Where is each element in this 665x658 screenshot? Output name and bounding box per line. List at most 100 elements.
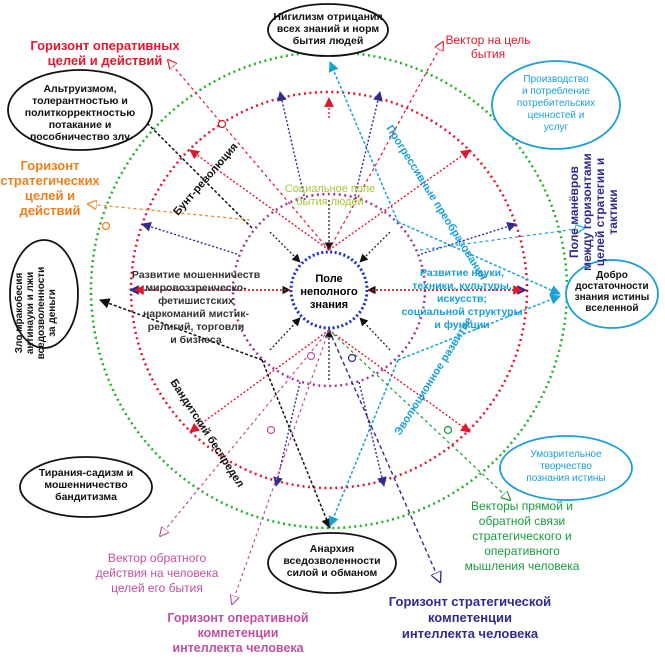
science-development-label-line: и функции [434,319,489,331]
strategic-competence-label: Горизонт стратегическойкомпетенцииинтелл… [389,594,551,641]
nihilism-node-line: всех знаний и норм [277,23,379,35]
ring-marker [347,353,357,363]
center-label-line: неполного [300,286,358,298]
operative-competence-label: Горизонт оперативнойкомпетенцииинтеллект… [167,611,308,655]
good-node-ellipse [565,259,659,329]
inward-arrow [359,317,391,351]
operative-competence-label-line: компетенции [198,626,279,640]
operative-horizon-label-line: целей и действий [48,53,163,68]
science-development-label: Развитие науки,техники, культуры,искусст… [401,267,522,331]
nihilism-node-ellipse [267,3,389,57]
tyranny-node-line: Тирания-садизм и [39,467,133,479]
reverse-vector-label-line: Вектор обратного [108,551,207,565]
goal-vector-label-line: Вектор на цель [445,33,530,47]
creativity-node-line: Умозрительное [530,449,602,460]
fraud-development-label: Развитие мошенничествмировоззренческо-фе… [132,269,261,346]
anarchy-node-ellipse [267,532,397,594]
evolution-right-vector [397,294,561,361]
operative-horizon-label-line: Горизонт оперативных [30,38,180,53]
strategic-competence-label-line: интеллекта человека [402,626,539,641]
reverse-vector [160,329,330,536]
tyranny-node-line: бандитизма [55,491,117,503]
progressive-label: Прогрессивные преобразования [383,123,489,282]
bandit-label: Бандитский беспредел [167,377,246,489]
social-field-label-line: бытия людей [296,196,364,208]
feedback-vectors-label-line: мышления человека [465,559,580,573]
production-node-ellipse [491,60,621,150]
feedback-vectors-label-line: стратегического и [472,529,572,543]
tyranny-node-line: мошенничество [44,479,127,491]
ring-marker [101,221,111,231]
radial-arrow [273,381,301,487]
maneuver-field-label-line: Поле манёвров [567,166,581,258]
social-field-label-line: Социальное поле [285,183,376,195]
evil-node-line: вседозволенности [36,267,47,360]
inward-arrow [359,231,391,263]
anarchy-node-line: Анархия [310,543,354,555]
science-development-label-line: Развитие науки, [420,267,504,279]
goal-vectors [88,42,584,604]
evil-node-line: за деньги [47,289,58,337]
ring-marker [266,425,276,435]
altruism-node-line: политкорректностью [25,107,135,119]
riot-vector [107,83,253,229]
good-node-line: Добро [596,269,628,281]
operative-competence-vector [232,329,330,604]
nihilism-node-line: бытия людей [293,35,364,47]
strategic-competence-label-line: Горизонт стратегической [389,594,551,609]
altruism-node-line: потакание и [49,119,112,131]
nihilism-node-line: Нигилизм отрицания [273,11,382,23]
tyranny-node-ellipse [19,456,153,518]
production-node-line: Производство [523,74,589,85]
altruism-node-line: Альтруизмом, [43,83,116,95]
reverse-vector-label-line: целей его бытия [111,581,203,595]
fraud-development-label-line: фетишистских [158,295,234,307]
maneuver-field-label-line: целей стратегии и [593,158,607,266]
operative-competence-label-line: Горизонт оперативной [167,611,308,625]
fraud-development-label-line: религий, торговли [148,321,244,333]
radial-arrow [353,91,383,201]
red-vector [328,149,471,251]
ring-marker [443,425,453,435]
inward-arrow [269,231,301,263]
strategic-competence-vector [328,329,440,582]
strategic-horizon-label-line: целей и [25,188,75,203]
ring-markers [101,119,453,435]
maneuver-vector [419,228,584,251]
production-node-line: потребительских [517,97,595,109]
radial-arrow [358,381,387,487]
ring-marker [217,119,227,129]
science-development-label-line: техники, культуры, [412,280,512,292]
reverse-vector-label-line: действия на человека [96,566,219,580]
production-node-line: ценностей и [528,110,585,121]
production-node-line: и потребление [522,85,590,97]
inward-arrows [240,200,418,380]
evil-node-line: Зло мракобесия [13,273,25,354]
feedback-vectors-label-line: Векторы прямой и [471,499,573,513]
red-vector [189,149,330,251]
maneuver-field-label-line: тактики [606,189,620,234]
evil-node-ellipse [9,239,79,349]
strategic-horizon-label-line: Горизонт [21,158,80,173]
fraud-development-label-line: мировоззренческо- [145,282,247,294]
operative-competence-label-line: интеллекта человека [172,641,304,655]
strategic-horizon-label-line: действий [19,203,80,218]
altruism-node-ellipse [7,69,153,151]
goal-vector-top-left [168,60,330,251]
strategic-goal-vector [88,204,251,221]
anarchy-node-line: силой и обманом [287,567,378,579]
altruism-node-line: пособничество злу [30,131,130,143]
